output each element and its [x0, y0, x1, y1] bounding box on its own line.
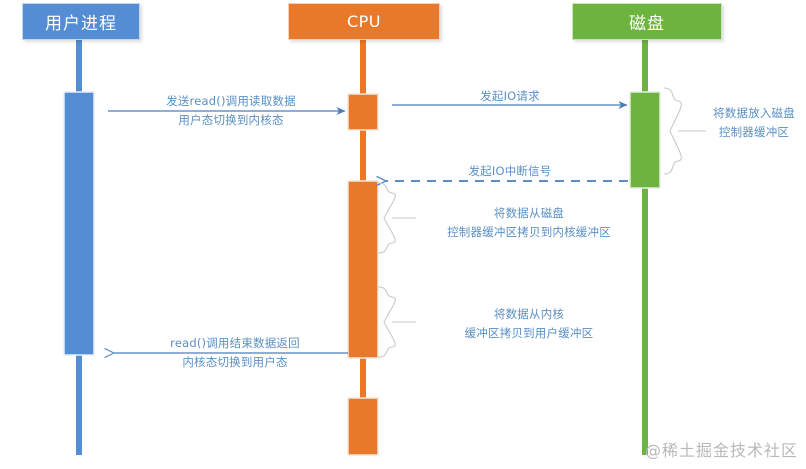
- activation-disk: [629, 91, 661, 189]
- message-label-io-interrupt-line1: 发起IO中断信号: [468, 164, 552, 178]
- message-label-io-interrupt: 发起IO中断信号: [400, 163, 620, 179]
- participant-label-disk: 磁盘: [629, 14, 665, 34]
- participant-label-cpu: CPU: [346, 12, 382, 31]
- brace-disk-buffer: [663, 87, 706, 175]
- brace-kernel-to-user: [377, 286, 416, 358]
- note-disk-to-kernel: 将数据从磁盘 控制器缓冲区拷贝到内核缓冲区: [420, 204, 638, 242]
- note-disk-buffer-line1: 将数据放入磁盘: [713, 106, 795, 120]
- participant-header-disk[interactable]: 磁盘: [572, 3, 722, 40]
- note-kernel-to-user: 将数据从内核 缓冲区拷贝到用户缓冲区: [420, 305, 638, 343]
- message-label-read-return: read()调用结束数据返回 内核态切换到用户态: [122, 334, 348, 372]
- note-disk-buffer: 将数据放入磁盘 控制器缓冲区: [706, 104, 802, 142]
- note-disk-to-kernel-line2: 控制器缓冲区拷贝到内核缓冲区: [447, 225, 611, 239]
- note-kernel-to-user-line1: 将数据从内核: [493, 307, 565, 321]
- participant-header-actor[interactable]: 用户进程: [22, 3, 140, 40]
- activation-actor: [63, 91, 95, 356]
- message-label-read-return-line2: 内核态切换到用户态: [182, 355, 288, 369]
- watermark: @稀土掘金技术社区: [644, 441, 798, 460]
- participant-label-actor: 用户进程: [45, 14, 117, 34]
- note-kernel-to-user-line2: 缓冲区拷贝到用户缓冲区: [464, 326, 594, 340]
- note-disk-buffer-line2: 控制器缓冲区: [718, 125, 790, 139]
- message-label-read-call: 发送read()调用读取数据 用户态切换到内核态: [118, 92, 344, 130]
- message-label-read-return-line1: read()调用结束数据返回: [170, 336, 300, 350]
- message-label-read-call-line2: 用户态切换到内核态: [178, 113, 284, 127]
- note-disk-to-kernel-line1: 将数据从磁盘: [493, 206, 565, 220]
- activation-cpu-resume: [347, 397, 379, 456]
- activation-cpu-syscall: [347, 93, 379, 131]
- activation-cpu-copy: [347, 180, 379, 359]
- message-label-io-request-line1: 发起IO请求: [480, 89, 540, 103]
- participant-header-cpu[interactable]: CPU: [288, 3, 440, 40]
- message-label-io-request: 发起IO请求: [400, 88, 620, 104]
- brace-disk-to-kernel: [377, 182, 416, 254]
- message-label-read-call-line1: 发送read()调用读取数据: [166, 94, 296, 108]
